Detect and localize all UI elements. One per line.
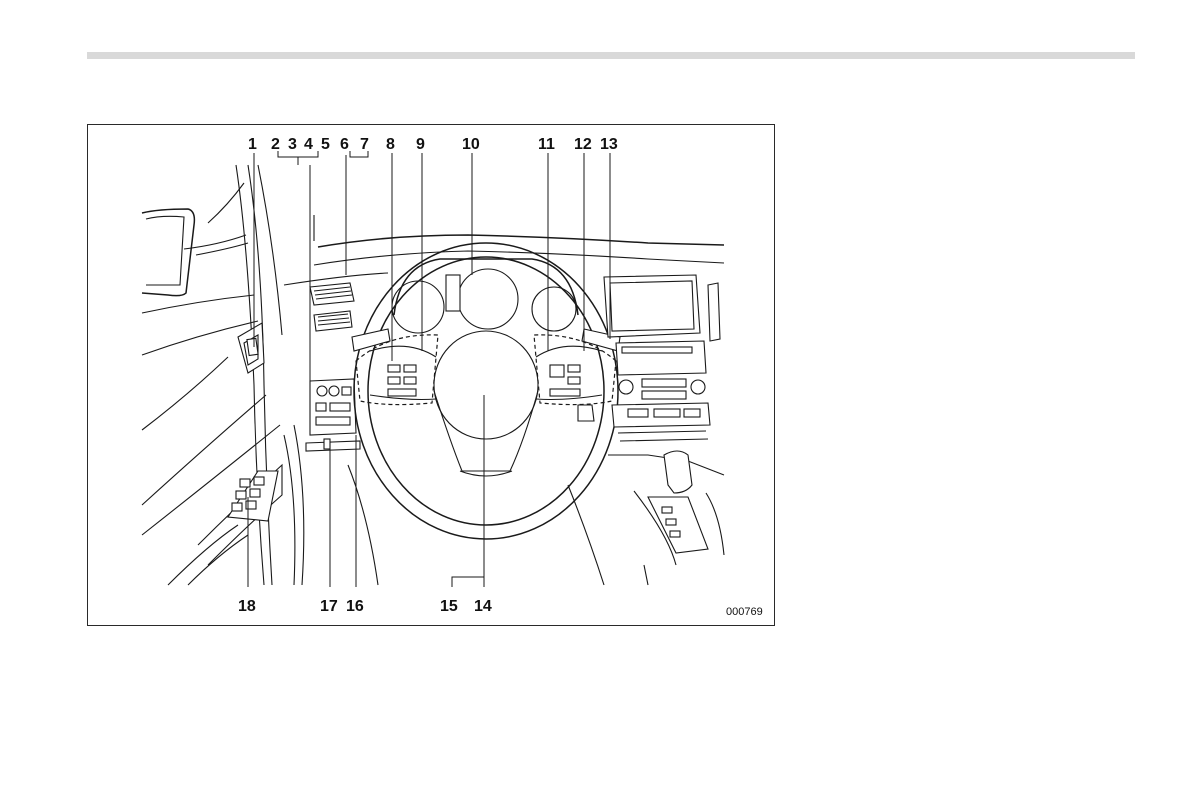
callout-16: 16 [346,598,364,615]
callout-13: 13 [600,136,618,153]
hood-release-lever [324,439,330,449]
shift-lever [664,451,692,493]
callout-1: 1 [248,136,257,153]
callout-2: 2 [271,136,280,153]
callout-12: 12 [574,136,592,153]
multi-info-display [446,275,460,311]
callout-4: 4 [304,136,313,153]
audio-unit [616,341,706,375]
callout-7: 7 [360,136,369,153]
header-rule [87,52,1135,59]
tachometer [392,281,444,333]
dashboard-line-drawing: 1 2 3 4 5 6 7 8 9 10 11 12 13 18 17 16 1… [88,125,776,627]
callout-3: 3 [288,136,297,153]
figure-id: 000769 [726,606,763,618]
dashboard-illustration: 1 2 3 4 5 6 7 8 9 10 11 12 13 18 17 16 1… [87,124,775,626]
callout-9: 9 [416,136,425,153]
callout-10: 10 [462,136,480,153]
callout-15: 15 [440,598,458,615]
callout-11: 11 [538,136,555,153]
callout-8: 8 [386,136,395,153]
callout-6: 6 [340,136,349,153]
callout-17: 17 [320,598,338,615]
side-mirror [142,209,194,296]
navigation-screen [604,275,700,337]
airbag-hub [434,331,538,439]
shift-gate [648,497,708,553]
callout-18: 18 [238,598,256,615]
callout-5: 5 [321,136,330,153]
callout-14: 14 [474,598,492,615]
left-air-vent [310,283,354,305]
speedometer [458,269,518,329]
fuel-temp-gauge [532,287,576,331]
